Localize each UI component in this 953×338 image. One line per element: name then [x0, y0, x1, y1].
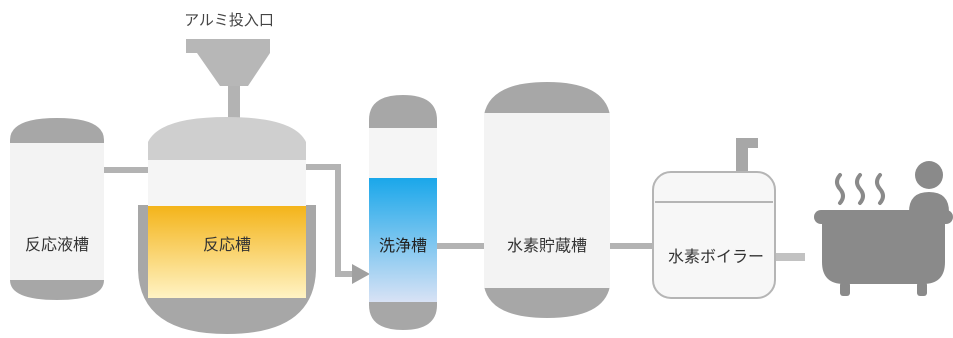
pipe-reaction-out-h2 — [335, 271, 355, 277]
reaction-liquid-tank-label: 反応液槽 — [25, 235, 89, 254]
bathtub-icon — [814, 210, 953, 296]
pipe-inlet-stem — [228, 86, 240, 118]
hydrogen-storage-tank-bottom — [484, 286, 610, 318]
bath-group — [814, 161, 953, 296]
inlet-hopper — [186, 39, 270, 86]
washing-tank-liquid — [369, 178, 437, 302]
person-icon — [909, 161, 949, 212]
washing-tank-top — [369, 95, 437, 130]
hydrogen-boiler-label: 水素ボイラー — [668, 247, 764, 266]
pipe-reaction-out-v — [335, 164, 341, 277]
pipes — [104, 86, 805, 284]
hydrogen-storage-tank-label: 水素貯蔵槽 — [507, 236, 587, 255]
pipe-storage-to-boiler — [610, 243, 655, 249]
reaction-tank-top — [148, 117, 306, 160]
washing-tank: 洗浄槽 — [369, 95, 437, 330]
pipe-boiler-to-bath — [775, 253, 805, 261]
pipe-wash-to-storage — [436, 243, 484, 249]
pipe-liquid-to-reaction — [104, 167, 150, 173]
reaction-liquid-tank-body — [10, 143, 104, 280]
hydrogen-storage-tank-body — [484, 113, 610, 288]
reaction-tank-label: 反応槽 — [203, 235, 251, 254]
hydrogen-boiler-body — [652, 171, 776, 299]
aluminum-inlet-label: アルミ投入口 — [184, 11, 274, 29]
reaction-liquid-tank-bottom — [10, 275, 104, 300]
flow-arrow-icon — [352, 264, 370, 284]
reaction-liquid-tank: 反応液槽 — [10, 118, 104, 300]
hydrogen-storage-tank-top — [484, 82, 610, 115]
hydrogen-boiler: 水素ボイラー — [652, 171, 776, 299]
washing-tank-bottom — [369, 300, 437, 330]
pipe-boiler-chimney-cap — [736, 138, 758, 148]
hot-spring-steam-icon — [835, 173, 885, 205]
reaction-liquid-tank-top — [10, 118, 104, 145]
reaction-tank-upper-body — [148, 160, 306, 206]
washing-tank-label: 洗浄槽 — [379, 236, 427, 255]
hydrogen-storage-tank: 水素貯蔵槽 — [484, 82, 610, 318]
reaction-tank-liquid — [148, 206, 306, 298]
pipe-reaction-out-h — [306, 164, 341, 170]
aluminum-inlet: アルミ投入口 — [184, 11, 274, 86]
reaction-tank: 反応槽 — [138, 117, 316, 334]
